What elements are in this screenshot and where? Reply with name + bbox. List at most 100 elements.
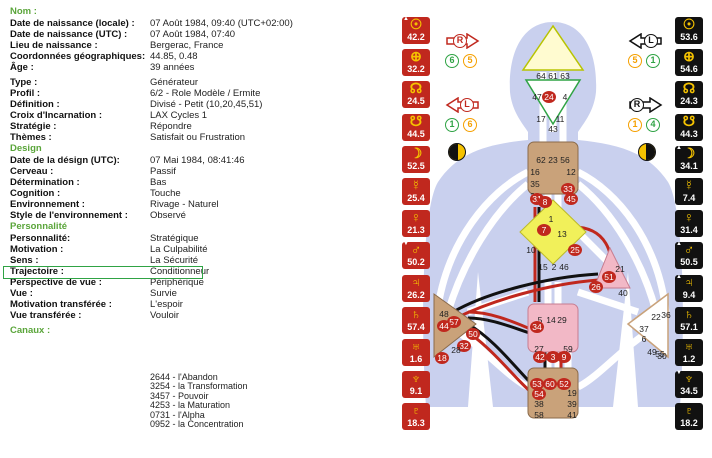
planet-glyph-icon: ☊ — [409, 80, 423, 97]
gate-number: 23 — [548, 155, 558, 165]
field-label: Lieu de naissance : — [10, 40, 98, 51]
gate-number: 48 — [439, 309, 449, 319]
gate-number: 1 — [548, 214, 554, 224]
fixing-indicator: ▲ — [676, 273, 682, 280]
field-label: Motivation transférée : — [10, 299, 112, 310]
design-row: Style de l'environnement :Observé — [10, 210, 400, 221]
moon-phase-icon — [638, 143, 656, 161]
gate-number: 2 — [551, 262, 557, 272]
field-label: Environnement : — [10, 199, 85, 210]
gate-line-value: 44.5 — [407, 128, 425, 139]
field-label: Thèmes : — [10, 132, 52, 143]
design-row: Date de la désign (UTC):07 Mai 1984, 08:… — [10, 155, 400, 166]
planet-activation-tile: ♅1.2 — [675, 339, 703, 366]
gate-line-value: 50.5 — [680, 257, 698, 268]
planet-glyph-icon: ⊕ — [683, 48, 695, 65]
planet-activation-tile: ☿25.4 — [402, 178, 430, 205]
field-label: Perspective de vue : — [10, 277, 102, 288]
design-row: Environnement :Rivage - Naturel — [10, 199, 400, 210]
planet-activation-tile: ☽52.5 — [402, 145, 430, 173]
variable-circle: 5 — [463, 54, 477, 68]
gate-line-value: 25.4 — [407, 193, 425, 203]
planet-activation-tile: ♀21.3 — [402, 210, 430, 238]
personal-row: Coordonnées géographiques:44.85, 0.48 — [10, 51, 400, 62]
planet-activation-tile: ☊24.5 — [402, 80, 430, 109]
planet-activation-tile: ▲♂50.5 — [675, 241, 703, 270]
personality-row: Vue :Survie — [10, 288, 400, 299]
gate-number: 3 — [546, 351, 560, 363]
type-row: Stratégie :Répondre — [10, 121, 400, 132]
variable-circle: 6 — [463, 118, 477, 132]
gate-number: 53 — [530, 378, 544, 390]
fixing-indicator: ▲ — [676, 144, 682, 151]
planet-glyph-icon: ☊ — [682, 80, 696, 97]
gate-line-value: 1.6 — [409, 354, 423, 364]
design-row: Cognition :Touche — [10, 188, 400, 199]
field-label: Motivation : — [10, 244, 64, 255]
variable-letter-top-left: R — [453, 34, 467, 48]
gate-number: 21 — [615, 264, 625, 274]
variable-circle: 1 — [445, 118, 459, 132]
gate-number: 36 — [661, 310, 671, 320]
field-label: Vue : — [10, 288, 33, 299]
field-label: Type : — [10, 77, 38, 88]
field-value: Touche — [150, 188, 181, 199]
gate-number: 50 — [466, 328, 480, 340]
planet-activation-tile: ☋44.5 — [402, 112, 430, 141]
gate-number: 42 — [533, 351, 547, 363]
gate-number: 22 — [651, 312, 661, 322]
channel-item: 3254 - la Transformation — [150, 381, 248, 392]
gate-line-value: 44.3 — [680, 128, 698, 139]
design-row: Détermination :Bas — [10, 177, 400, 188]
gate-line-value: 57.4 — [407, 321, 425, 332]
planet-glyph-icon: ♂ — [410, 241, 422, 258]
channel-item: 2644 - l'Abandon — [150, 372, 218, 382]
field-label: Définition : — [10, 99, 60, 110]
field-label: Coordonnées géographiques: — [10, 51, 146, 62]
field-value: 6/2 - Role Modèle / Ermite — [150, 88, 261, 99]
moon-phase-icon — [448, 143, 466, 161]
fixing-indicator: ▲ — [403, 16, 409, 22]
field-value: Répondre — [150, 121, 192, 132]
planet-glyph-icon: ☋ — [409, 112, 423, 129]
arrow-left-variable-icon — [445, 97, 479, 113]
channel-item: 4253 - la Maturation — [150, 400, 231, 411]
planet-glyph-icon: ♇ — [410, 402, 422, 419]
planet-activation-tile: ▲♃9.4 — [675, 273, 703, 302]
gate-line-value: 32.2 — [407, 64, 425, 75]
variable-letter-mid-right: R — [630, 98, 644, 112]
gate-line-value: 54.6 — [680, 64, 698, 75]
gate-line-value: 52.5 — [407, 160, 425, 171]
personality-row: Perspective de vue :Périphérique — [10, 277, 400, 288]
gate-number: 5 — [537, 315, 543, 325]
planet-glyph-icon: ☋ — [682, 112, 696, 129]
gate-line-value: 21.3 — [407, 225, 425, 236]
gate-number: 60 — [543, 378, 557, 390]
gate-line-value: 7.4 — [682, 193, 696, 203]
personality-heading: Personnalité — [10, 221, 68, 232]
planet-activation-tile: ▲☽34.1 — [675, 144, 703, 173]
planet-glyph-icon: ☿ — [683, 177, 695, 193]
planet-glyph-icon: ♃ — [410, 273, 422, 290]
gate-number: 63 — [560, 71, 570, 81]
planet-activation-tile: ☋44.3 — [675, 112, 703, 141]
fixing-indicator: ▲ — [676, 241, 682, 248]
planet-activation-tile: ☿7.4 — [675, 178, 703, 205]
gate-number: 11 — [555, 114, 565, 124]
gate-number: 37 — [639, 324, 649, 334]
gate-number: 6 — [641, 334, 647, 344]
planet-glyph-icon: ♂ — [683, 241, 695, 258]
gate-number: 9 — [557, 351, 571, 363]
gate-line-value: 9.4 — [682, 289, 696, 300]
field-label: Date de naissance (locale) : — [10, 18, 135, 29]
channel-item: 0731 - l'Alpha — [150, 409, 205, 420]
field-label: Âge : — [10, 62, 34, 73]
design-info: Date de la désign (UTC):07 Mai 1984, 08:… — [10, 155, 400, 221]
gate-number: 25 — [568, 244, 582, 256]
field-value: Conditionneur — [150, 266, 210, 277]
channel-item: 3457 - Pouvoir — [150, 390, 209, 401]
field-label: Date de naissance (UTC) : — [10, 29, 128, 40]
personality-row: Trajectoire :Conditionneur — [10, 266, 400, 277]
gate-number: 29 — [557, 315, 567, 325]
planet-activation-tile: ♆9.1 — [402, 371, 430, 399]
